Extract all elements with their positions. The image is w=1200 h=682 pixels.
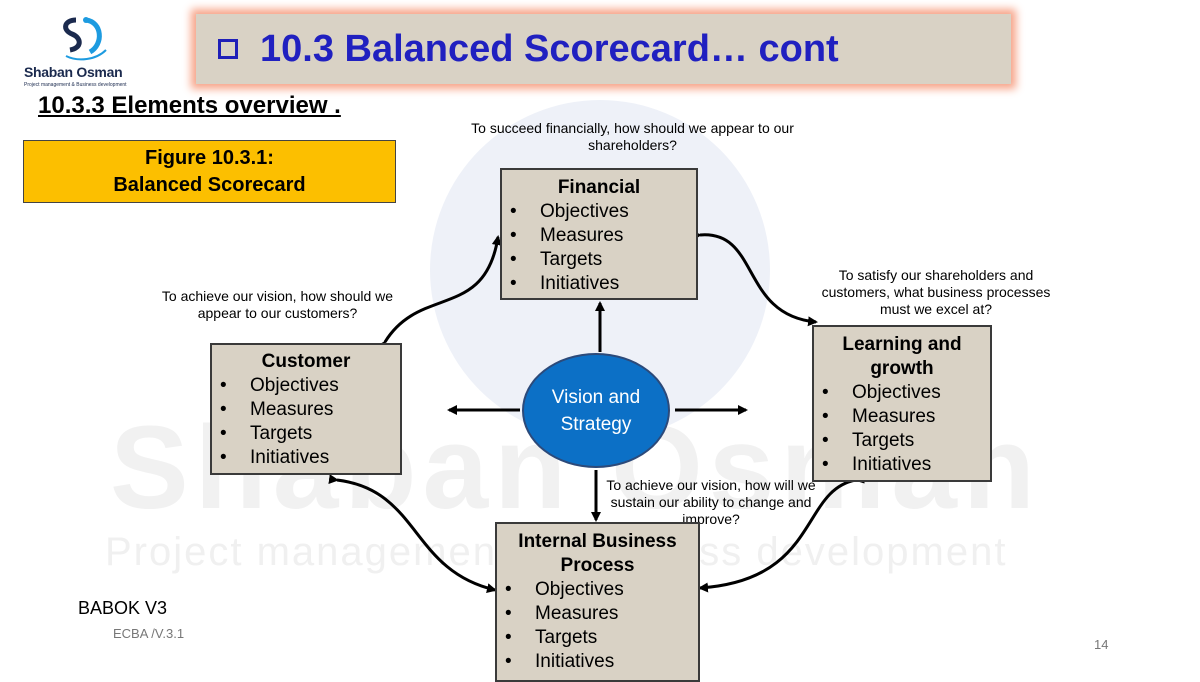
title-banner: 10.3 Balanced Scorecard… cont — [196, 14, 1011, 84]
learning-title: Learning and growth — [842, 334, 962, 379]
source-label: BABOK V3 — [78, 598, 168, 618]
financial-question: To succeed financially, how should we ap… — [471, 120, 794, 153]
arrow-customer-internal — [328, 474, 497, 594]
financial-title: Financial — [557, 177, 641, 198]
bullet-icon: • — [220, 447, 227, 468]
arrow-financial-learning — [691, 230, 818, 327]
list-item-label: Targets — [535, 627, 598, 648]
slide-title: 10.3 Balanced Scorecard… cont — [260, 27, 839, 70]
logo: Shaban Osman Project management & Busine… — [18, 14, 148, 94]
list-item: • Targets — [814, 429, 970, 453]
learning-question: To achieve our vision, how will we susta… — [606, 477, 816, 527]
internal-question: To satisfy our shareholders and customer… — [821, 267, 1051, 317]
list-item-label: Targets — [852, 430, 915, 451]
list-item: • Initiatives — [497, 650, 686, 674]
bullet-icon: • — [505, 579, 512, 600]
list-item: • Initiatives — [502, 272, 696, 296]
list-item: • Initiatives — [212, 446, 400, 470]
bullet-icon: • — [822, 430, 829, 451]
list-item-label: Initiatives — [540, 273, 620, 294]
list-item-label: Measures — [250, 399, 334, 420]
list-item: • Objectives — [502, 200, 696, 224]
list-item: • Objectives — [497, 578, 686, 602]
bullet-icon: • — [822, 454, 829, 475]
bullet-icon: • — [505, 627, 512, 648]
list-item: • Initiatives — [814, 453, 970, 477]
list-item: • Targets — [497, 626, 686, 650]
list-item-label: Measures — [535, 603, 619, 624]
arrow-customer-financial — [376, 235, 502, 352]
arrow-learning-internal — [698, 473, 865, 593]
checkbox-bullet-icon — [218, 39, 238, 59]
logo-name: Shaban Osman — [24, 64, 123, 80]
list-item-label: Measures — [540, 225, 624, 246]
internal-title: Internal Business Process — [518, 531, 677, 576]
list-item: • Measures — [814, 405, 970, 429]
vision-strategy-ellipse: Vision and Strategy — [522, 353, 670, 468]
version-label: ECBA /V.3.1 — [113, 626, 185, 641]
bullet-icon: • — [505, 651, 512, 672]
list-item: • Targets — [212, 422, 400, 446]
list-item: • Measures — [497, 602, 686, 626]
bullet-icon: • — [822, 382, 829, 403]
bullet-icon: • — [510, 249, 517, 270]
bullet-icon: • — [220, 375, 227, 396]
internal-box: Internal Business Process • Objectives • M… — [495, 522, 700, 682]
bullet-icon: • — [510, 225, 517, 246]
list-item: • Objectives — [814, 381, 970, 405]
customer-title: Customer — [261, 351, 351, 372]
bullet-icon: • — [510, 201, 517, 222]
list-item: • Measures — [212, 398, 400, 422]
figure-label: Figure 10.3.1: Balanced Scorecard — [23, 140, 396, 203]
logo-mark-icon — [63, 17, 107, 61]
learning-box: Learning and growth • Objectives • Measure… — [812, 325, 992, 482]
list-item-label: Initiatives — [852, 454, 932, 475]
list-item-label: Objectives — [540, 201, 629, 222]
list-item-label: Initiatives — [535, 651, 615, 672]
list-item: • Measures — [502, 224, 696, 248]
customer-question: To achieve our vision, how should we app… — [161, 288, 394, 321]
list-item-label: Objectives — [250, 375, 339, 396]
bullet-icon: • — [822, 406, 829, 427]
page-number: 14 — [1094, 637, 1109, 652]
list-item-label: Targets — [540, 249, 603, 270]
vision-strategy-label: Vision and Strategy — [551, 386, 641, 435]
financial-box: Financial • Objectives • Measures • Targets… — [500, 168, 698, 300]
bullet-icon: • — [510, 273, 517, 294]
bullet-icon: • — [505, 603, 512, 624]
section-subheading: 10.3.3 Elements overview . — [38, 92, 341, 119]
list-item: • Targets — [502, 248, 696, 272]
list-item-label: Initiatives — [250, 447, 330, 468]
customer-box: Customer •Objectives •Measures •Targets … — [210, 343, 402, 475]
list-item-label: Objectives — [535, 579, 624, 600]
list-item-label: Measures — [852, 406, 936, 427]
bullet-icon: • — [220, 399, 227, 420]
bullet-icon: • — [220, 423, 227, 444]
list-item-label: Targets — [250, 423, 313, 444]
logo-tagline: Project management & Business developmen… — [24, 82, 127, 88]
list-item-label: Objectives — [852, 382, 941, 403]
list-item: • Objectives — [212, 374, 400, 398]
